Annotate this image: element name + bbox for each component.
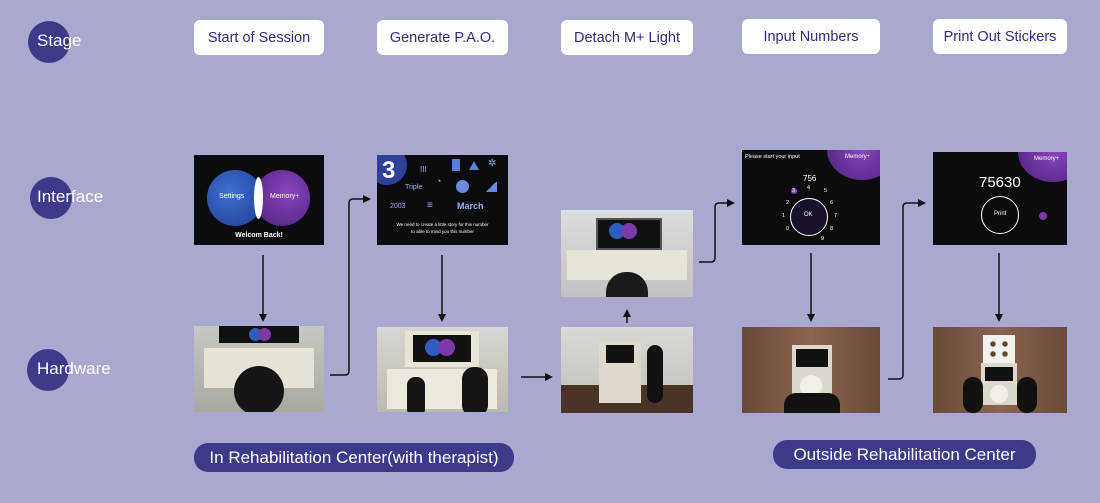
ok-dial [790,198,828,236]
print-brand: Memory+ [1034,156,1060,162]
printer-screen [985,367,1013,381]
overlap-highlight [254,177,263,219]
bars-icon: III [420,165,427,174]
pao-caption-line1: We need to create a little story for thi… [396,222,489,227]
welcome-caption: Welcom Back! [235,232,283,239]
stage-row-label: Stage [37,31,82,50]
triple-label: Triple [405,184,423,191]
stage-detach-light: Detach M+ Light [561,20,693,55]
user-silhouette [606,272,648,297]
hardware-photo-pao [377,327,508,412]
pao-caption-line2: to able to mind you this number [411,229,474,234]
digit-1: 1 [782,213,786,219]
interface-row-label: Interface [37,187,104,206]
settings-label: Settings [219,193,245,200]
digit-3: 3 [792,188,796,194]
input-value: 756 [803,174,817,183]
year-label: 2003 [390,203,406,210]
standing-person [647,345,663,403]
interface-screen-welcome: Settings Memory+ Welcom Back! [194,155,324,245]
print-value: 75630 [979,174,1021,191]
arrow-detach-to-input [699,199,735,263]
stage-start-of-session: Start of Session [194,20,324,55]
triangle-icon [469,161,479,170]
outside-center-label: Outside Rehabilitation Center [773,440,1036,469]
memory-label: Memory+ [270,193,300,200]
arrow-hardware-to-pao [330,195,371,376]
detach-light-image [561,210,693,297]
digit-5: 5 [824,188,828,194]
pao-number: 3 [382,157,396,184]
menu-icon: ≡ [427,200,433,211]
hardware-photo-start [194,326,324,412]
display-blue [425,339,442,356]
hardware-photo-print [933,327,1067,413]
memory-circle [254,170,310,226]
month-label: March [457,201,484,211]
hands [784,393,840,413]
digit-6: 6 [830,200,834,206]
stairs-icon [485,182,497,192]
digit-7: 7 [834,213,838,219]
active-digit-marker [791,188,797,194]
arrow-input-hw-to-print [888,199,926,380]
stage-row-marker [28,21,70,63]
in-center-label: In Rehabilitation Center(with therapist) [194,443,514,472]
interface-screen-print: Memory+ 75630 Print [933,152,1067,245]
sticker-dots [987,339,1011,359]
stand-screen [606,345,634,363]
device-screen [796,349,828,367]
display-purple [438,339,455,356]
dice-icon [452,159,460,171]
hardware-photo-input [742,327,880,413]
person-left [407,377,425,412]
hands-print-right [1017,377,1037,413]
digit-0: 0 [786,226,790,232]
user-head [234,366,284,412]
stage-input-numbers: Input Numbers [742,19,880,54]
small-purple-dot [1039,212,1047,220]
input-prompt: Please start your input [745,154,800,160]
input-brand: Memory+ [845,154,871,160]
clock-icon [456,180,469,193]
hardware-row-marker [27,349,69,391]
stage-print-stickers: Print Out Stickers [933,19,1067,54]
digit-4: 4 [807,185,811,191]
digit-9: 9 [821,236,825,242]
ok-label: OK [804,212,813,218]
hands-print [963,377,983,413]
settings-circle [207,170,263,226]
interface-screen-input: Please start your input Memory+ 756 OK 1… [742,150,880,245]
stage-generate-pao: Generate P.A.O. [377,20,508,55]
print-label: Print [994,211,1007,217]
monitor-purple [258,328,271,341]
printer-dial [990,385,1008,403]
screen-purple-dot [621,223,637,239]
digit-8: 8 [830,226,834,232]
hardware-photo-detach [561,327,693,413]
digit-2: 2 [786,200,790,206]
device-dial [800,375,822,397]
print-button [981,196,1019,234]
interface-row-marker [30,177,72,219]
gear-icon: ✲ [488,158,497,169]
ball-icon: ◔ [436,176,442,186]
interface-screen-pao: 3 III ✲ Triple ◔ 2003 ≡ March We need to… [377,155,508,245]
hardware-row-label: Hardware [37,359,111,378]
person-right [462,367,488,412]
